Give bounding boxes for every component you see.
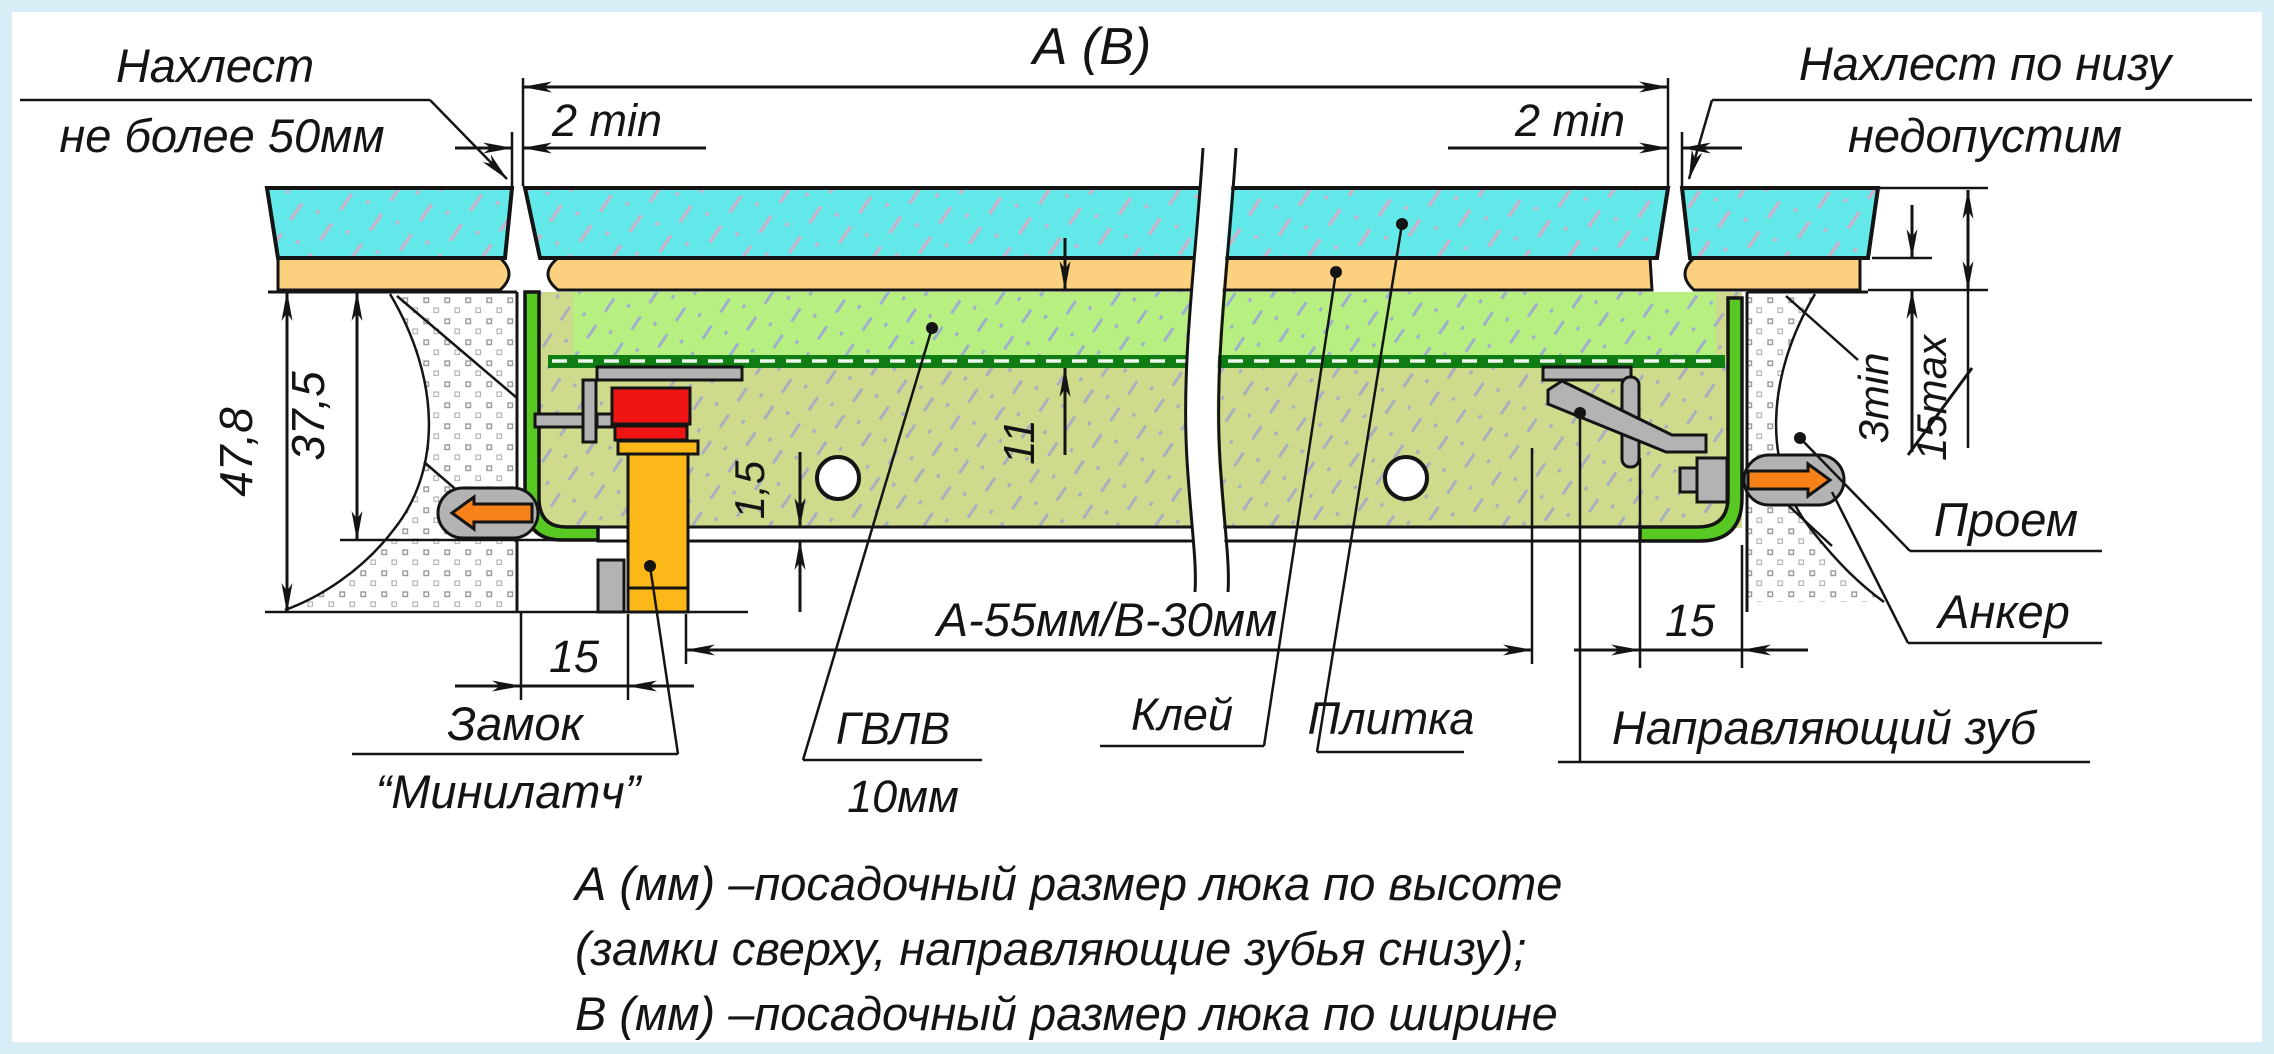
opening-leader-dot [1794,432,1806,444]
dim-label-47-8: 47,8 [210,407,262,497]
tile-door [522,186,1671,260]
callout-gvl-line1: ГВЛВ [836,703,950,754]
dim-label-gap-left: 2 min [551,95,662,146]
lock-angle-bar [581,378,598,444]
guide-tooth [1541,365,1708,469]
wall-right-plaster [1747,294,1884,602]
tile-layer [264,186,1881,260]
break-band [1184,147,1238,594]
note-line-2: (замки сверху, направляющие зубья снизу)… [575,922,1526,975]
lock-body-flange [616,439,700,456]
dim-label-15max: 15max [1908,333,1955,461]
wall-left-hatch-1 [396,295,518,399]
lock-latch-upper [610,386,692,426]
break-line-right [1217,147,1238,593]
anchor-right-nut [1695,456,1729,504]
glue-wall-left [276,256,511,292]
dim-label-1-5: 1,5 [726,460,773,519]
lock-body-foot [596,558,626,614]
leader-dots [644,218,1806,572]
callout-anchor: Анкер [1935,585,2070,638]
door-leaf [539,292,1742,543]
callout-overlap-left-line1: Нахлест [116,39,314,92]
lock-leader-dot [644,560,656,572]
wall-left-boundary-curve [284,293,431,612]
anchor-right [1678,453,1846,507]
callout-gvl-line2: 10мм [847,771,959,822]
glue-leader-dot [1330,266,1342,278]
callout-opening: Проем [1934,493,2078,546]
break-line-left [1184,147,1205,593]
dim-label-15-left: 15 [549,631,600,682]
extension-lines [265,78,1988,700]
gvl-leader-dot [926,322,938,334]
tile-leader-dot [1396,218,1408,230]
lock-minilatch [533,365,744,614]
anchor-right-bolt-head [1678,466,1699,494]
wall-right-hatch-1 [1785,295,1859,361]
dim-depth-divider [1906,367,1974,456]
callout-overlap-right-line1: Нахлест по низу [1799,37,2174,90]
dim-label-3min: 3min [1850,352,1897,443]
lock-top-plate [595,365,744,382]
frame-profile-right [1638,296,1744,543]
tooth-strap [1546,379,1708,454]
anchor-left-bolt [449,494,534,532]
callout-overlap-left-line2: не более 50мм [59,109,384,162]
callout-glue: Клей [1131,689,1233,740]
dim-label-gap-right: 2 min [1514,95,1625,146]
callout-lock-line1: Замок [447,697,584,750]
tile-wall-right [1679,186,1881,260]
dim-label-overall: А (В) [1030,18,1151,76]
tooth-leader-dot [1574,407,1586,419]
core-hole-left [815,455,861,501]
callout-lock-line2: “Минилатч” [376,765,643,818]
note-line-1: А (мм) –посадочный размер люка по высоте [572,857,1562,910]
dim-label-11: 11 [995,419,1044,465]
tile-wall-left [264,186,515,260]
door-bottom-sheet [596,525,1642,543]
glue-wall-right [1683,256,1862,292]
glue-door [546,256,1654,292]
anchor-left [436,486,540,540]
dim-label-15-right: 15 [1665,595,1716,646]
callout-overlap-right-line2: недопустим [1848,109,2122,162]
dim-label-internal: А-55мм/В-30мм [934,593,1278,646]
callout-guide-tooth: Направляющий зуб [1612,701,2038,754]
glue-layer [276,256,1862,292]
core-hole-right [1383,455,1429,501]
lock-latch-lower [613,424,689,442]
anchor-right-bolt [1746,461,1833,499]
leader-lines [20,98,2252,764]
callout-tile: Плитка [1308,693,1475,744]
lock-body [626,452,690,614]
dimension-lines [281,81,1974,692]
gvl-inner-sheet [573,292,1716,355]
dim-label-37-5: 37,5 [282,371,334,461]
tooth-top-plate [1541,365,1633,382]
note-line-3: В (мм) –посадочный размер люка по ширине [575,987,1558,1040]
drawing-texts: Нахлест не более 50мм Нахлест по низу не… [59,18,2173,1040]
